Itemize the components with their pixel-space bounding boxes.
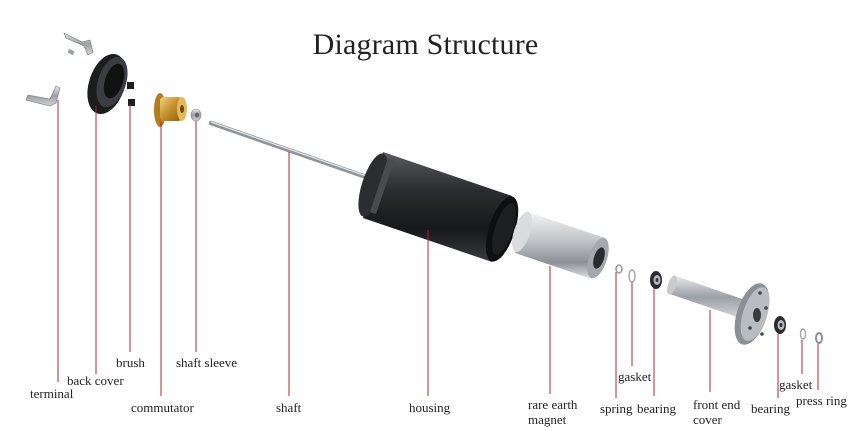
label-terminal: terminal (30, 386, 74, 401)
label-spring: spring (600, 401, 633, 416)
label-gasket-front: gasket (618, 369, 652, 384)
bearing-front-part (650, 271, 662, 289)
bearing-rear-part (774, 316, 786, 334)
commutator-part (154, 93, 187, 127)
leader-lines (57, 100, 819, 398)
housing-part (358, 152, 519, 262)
label-magnet-line2: magnet (528, 412, 567, 427)
brush-parts (127, 82, 135, 106)
back-cover-part (87, 53, 128, 115)
label-bearing-rear: bearing (751, 401, 790, 416)
label-front-end-cover-line2: cover (693, 412, 722, 427)
label-back-cover: back cover (67, 373, 124, 388)
spring-part (615, 264, 623, 274)
label-magnet-line1: rare earth (528, 397, 578, 412)
gasket-rear-part (799, 328, 807, 340)
front-end-cover-part (667, 275, 770, 345)
diagram-title: Diagram Structure (312, 28, 539, 61)
magnet-part (511, 211, 609, 279)
label-housing: housing (409, 400, 451, 415)
terminal-lower (25, 85, 61, 107)
gasket-front-part (628, 269, 636, 283)
shaft-part (208, 120, 375, 182)
label-gasket-rear: gasket (779, 377, 813, 392)
shaft-sleeve-part (190, 108, 202, 122)
label-brush: brush (116, 355, 145, 370)
label-shaft: shaft (276, 400, 302, 415)
label-press-ring: press ring (796, 393, 847, 408)
label-front-end-cover-line1: front end (693, 397, 741, 412)
terminal-parts (25, 32, 94, 107)
label-bearing-front: bearing (637, 401, 676, 416)
terminal-upper (63, 32, 94, 56)
label-commutator: commutator (131, 400, 194, 415)
press-ring-part (815, 332, 823, 344)
label-shaft-sleeve: shaft sleeve (176, 355, 238, 370)
